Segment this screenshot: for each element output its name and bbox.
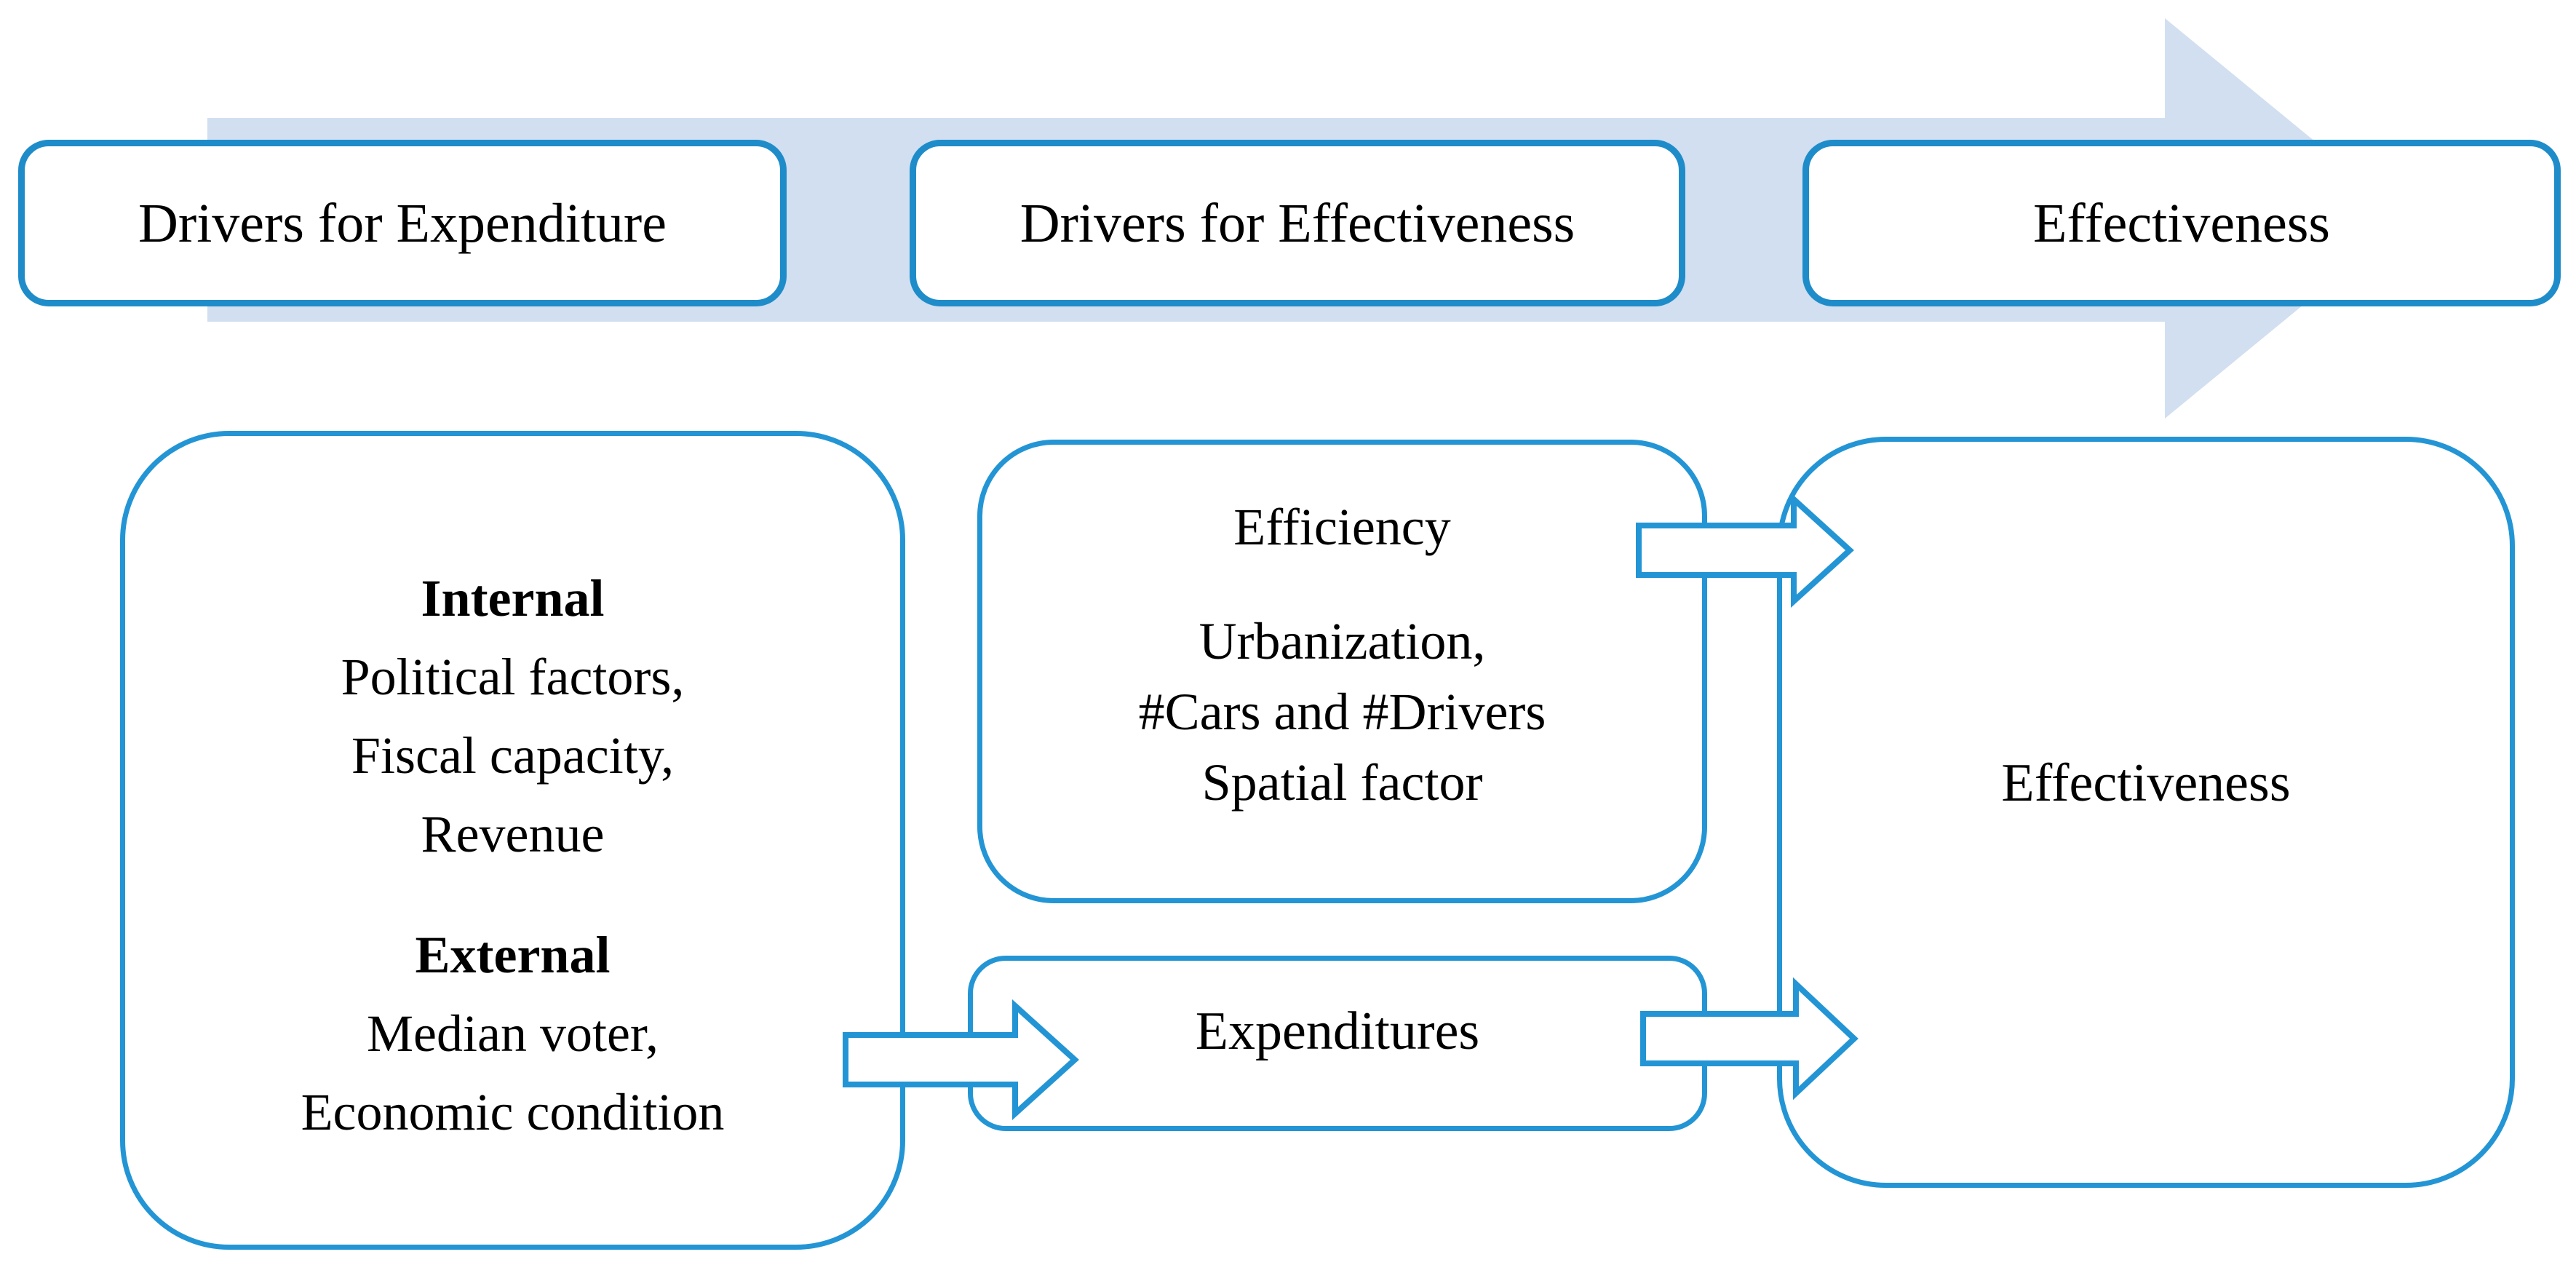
stage-label-effectiveness: Effectiveness bbox=[2033, 192, 2330, 254]
stage-box-drivers-for-expenditure: Drivers for Expenditure bbox=[18, 140, 787, 306]
stage-label-drivers-for-expenditure: Drivers for Expenditure bbox=[138, 192, 667, 254]
external-line: Median voter, bbox=[367, 1004, 659, 1063]
paragraph-spacer bbox=[120, 873, 905, 916]
internal-line: Fiscal capacity, bbox=[351, 726, 675, 785]
expenditures-label: Expenditures bbox=[1195, 1001, 1480, 1061]
stage-box-effectiveness: Effectiveness bbox=[1802, 140, 2561, 306]
efficiency-box bbox=[977, 440, 1707, 903]
external-heading: External bbox=[415, 926, 611, 984]
expenditures-box: Expenditures bbox=[968, 956, 1707, 1131]
efficiency-title: Efficiency bbox=[1233, 498, 1451, 556]
stage-box-drivers-for-effectiveness: Drivers for Effectiveness bbox=[910, 140, 1685, 306]
efficiency-line: Spatial factor bbox=[1201, 753, 1483, 812]
efficiency-line: #Cars and #Drivers bbox=[1138, 683, 1546, 741]
efficiency-box-text: Efficiency Urbanization, #Cars and #Driv… bbox=[977, 492, 1707, 818]
efficiency-line: Urbanization, bbox=[1198, 612, 1486, 670]
external-line: Economic condition bbox=[301, 1083, 725, 1141]
internal-line: Revenue bbox=[421, 805, 605, 863]
drivers-box bbox=[120, 431, 905, 1250]
internal-heading: Internal bbox=[421, 569, 605, 627]
drivers-box-text: Internal Political factors, Fiscal capac… bbox=[120, 559, 905, 1151]
paragraph-spacer bbox=[977, 563, 1707, 606]
stage-label-drivers-for-effectiveness: Drivers for Effectiveness bbox=[1019, 192, 1575, 254]
internal-line: Political factors, bbox=[341, 648, 685, 706]
effectiveness-label: Effectiveness bbox=[2001, 753, 2291, 813]
effectiveness-box: Effectiveness bbox=[1777, 437, 2515, 1188]
